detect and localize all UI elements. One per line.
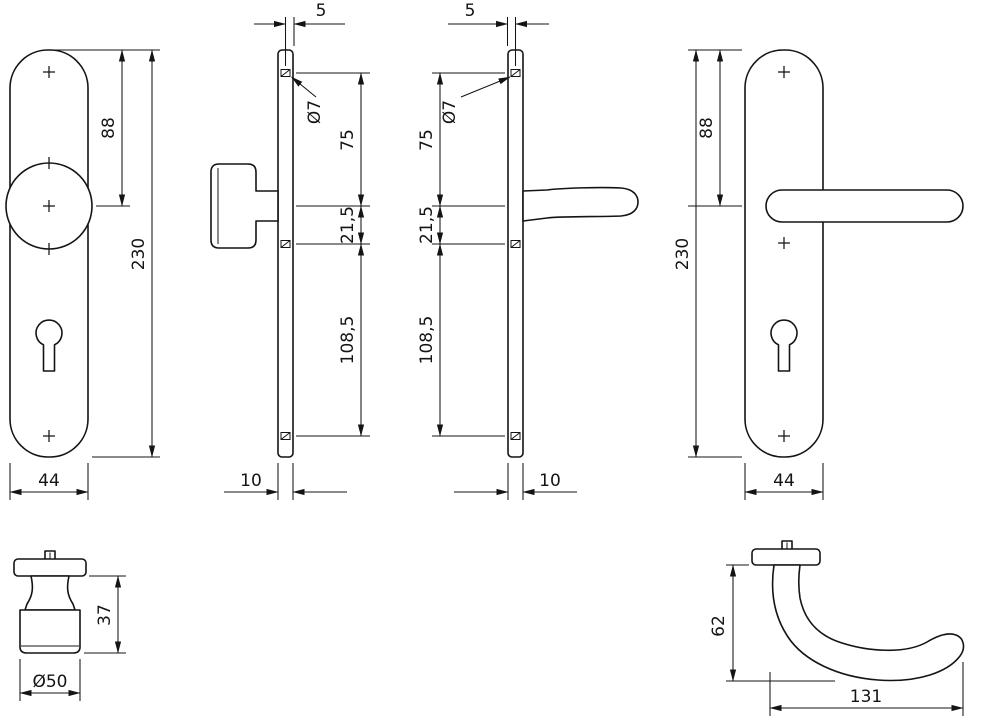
dim-44-lever-plate: 44	[773, 471, 795, 491]
knob-plate-side-profile	[277, 49, 294, 458]
dim-88-lever-plate: 88	[697, 117, 717, 139]
screw-cross-top-lever	[778, 66, 790, 78]
dim-lines-knob-plate-side	[224, 17, 370, 500]
lever-plate-side-profile	[507, 49, 524, 458]
knob-head	[19, 609, 81, 654]
screw-cross-mid-lever	[778, 237, 790, 249]
screw-cross-top	[43, 66, 55, 78]
dim-lines-knob-detail	[19, 575, 126, 701]
dim-44-knob-plate: 44	[38, 471, 60, 491]
dim-75-lever-side: 75	[417, 129, 437, 151]
dim-230-lever-plate: 230	[673, 238, 693, 270]
view-knob-detail: 37 Ø50	[13, 550, 126, 701]
knob-side-profile	[210, 163, 279, 249]
lever-handle-front	[765, 189, 964, 223]
dim-62-lever-detail: 62	[709, 615, 729, 637]
dim-108-5-lever-side: 108,5	[417, 316, 437, 365]
lever-flange	[751, 548, 821, 566]
dim-lines-lever-detail	[726, 564, 964, 716]
knob-neck	[24, 575, 76, 611]
view-knob-plate-front: 88 230 44	[5, 49, 160, 500]
knob-flange	[13, 558, 87, 577]
dim-dia7-knob-side: Ø7	[305, 100, 325, 124]
dim-75-knob-side: 75	[338, 129, 358, 151]
screw-holes-lever-side	[510, 69, 521, 440]
dim-10-knob-side: 10	[240, 471, 262, 491]
dim-lines-lever-plate-side	[432, 17, 577, 500]
euro-cylinder-keyhole	[35, 319, 63, 372]
dim-10-lever-side: 10	[539, 471, 561, 491]
screw-holes-knob-side	[280, 69, 291, 440]
screw-cross-bottom	[43, 430, 55, 442]
view-lever-detail: 62 131	[709, 540, 965, 716]
dim-lines-lever-plate-front	[688, 49, 824, 500]
knob-center-marks	[43, 157, 55, 255]
dim-88-knob-plate: 88	[99, 117, 119, 139]
view-lever-plate-front: 88 230 44	[673, 49, 964, 500]
dim-131-lever-detail: 131	[850, 687, 882, 707]
screw-cross-bottom-lever	[778, 430, 790, 442]
dim-lines-knob-plate-front	[9, 49, 160, 500]
view-knob-plate-side: 5 Ø7 75 21,5 108,5 10	[210, 1, 370, 500]
dim-108-5-knob-side: 108,5	[338, 316, 358, 365]
dim-37-knob-detail: 37	[95, 604, 115, 626]
dim-230-knob-plate: 230	[129, 238, 149, 270]
dim-5-knob-side: 5	[316, 1, 327, 21]
lever-backplate-outline	[744, 49, 824, 458]
dim-21-5-knob-side: 21,5	[338, 206, 358, 244]
dim-21-5-lever-side: 21,5	[417, 206, 437, 244]
dim-dia7-lever-side: Ø7	[440, 100, 460, 124]
euro-cylinder-keyhole-lever	[770, 319, 798, 372]
lever-side-profile	[522, 186, 639, 222]
lever-profile-detail	[771, 564, 965, 682]
dim-5-lever-side: 5	[465, 1, 476, 21]
view-lever-plate-side: 5 Ø7 75 21,5 108,5 10	[417, 1, 639, 500]
dim-dia50-knob-detail: Ø50	[32, 672, 67, 692]
